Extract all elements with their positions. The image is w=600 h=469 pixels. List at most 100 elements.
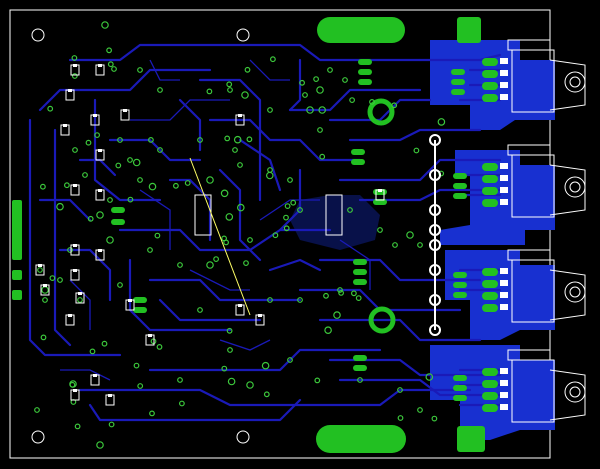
via	[323, 292, 329, 299]
via	[237, 203, 245, 212]
smd-pad	[353, 279, 367, 285]
via	[127, 196, 134, 203]
smd-pad	[453, 173, 467, 179]
via	[221, 235, 228, 242]
via	[40, 334, 47, 341]
via	[221, 365, 228, 372]
jack-2	[482, 144, 586, 218]
regulator-pad-2	[368, 306, 396, 334]
via	[247, 237, 253, 243]
via	[272, 232, 279, 239]
via	[132, 158, 141, 167]
via	[431, 415, 438, 422]
ratsnest-line	[189, 157, 251, 316]
via	[413, 147, 420, 154]
via	[265, 171, 274, 180]
via	[220, 189, 229, 198]
smd-pad	[111, 207, 125, 213]
smd-pad	[353, 365, 367, 371]
via	[157, 147, 163, 153]
via	[226, 81, 233, 88]
via	[82, 172, 88, 178]
via	[87, 215, 94, 222]
via	[197, 137, 203, 143]
via	[178, 400, 185, 407]
mounting-hole-bl	[31, 430, 45, 444]
smd-pad	[453, 375, 467, 381]
via	[227, 377, 236, 386]
via	[337, 287, 343, 293]
smd-pad	[351, 149, 365, 155]
via	[287, 177, 293, 183]
via	[197, 307, 203, 313]
via	[108, 421, 115, 428]
via	[290, 199, 297, 206]
rail-pad	[429, 224, 441, 236]
via	[172, 182, 179, 189]
smd-pad	[451, 79, 465, 85]
via	[306, 106, 314, 114]
via	[41, 286, 49, 294]
smd-pad	[453, 183, 467, 189]
mounting-holes	[31, 28, 250, 444]
jack-1	[482, 39, 586, 113]
rail-pad	[429, 134, 441, 146]
via	[246, 381, 254, 389]
via	[67, 247, 73, 253]
via	[224, 135, 231, 142]
smd-pad	[358, 79, 372, 85]
ic-left	[194, 194, 212, 236]
smd-pad	[351, 159, 365, 165]
smd-pad	[453, 282, 467, 288]
ic-right	[325, 194, 343, 236]
mounting-pad-top	[317, 17, 405, 43]
via	[349, 97, 356, 103]
via	[69, 381, 76, 388]
via	[299, 79, 306, 86]
via	[117, 282, 123, 288]
via	[267, 167, 273, 173]
via	[148, 182, 157, 191]
smd-pad	[111, 219, 125, 225]
via	[406, 231, 414, 239]
via	[417, 407, 423, 413]
via	[261, 361, 270, 370]
via	[267, 107, 273, 113]
mounting-hole-bm	[236, 430, 250, 444]
via	[147, 247, 153, 253]
via	[263, 391, 270, 398]
via	[226, 327, 233, 334]
via	[63, 182, 70, 189]
via	[127, 157, 133, 163]
via	[101, 340, 108, 347]
via	[397, 415, 404, 421]
via	[227, 87, 233, 93]
via	[347, 207, 353, 213]
smd-pad	[451, 89, 465, 95]
via	[297, 207, 303, 213]
smd-pad	[133, 297, 147, 303]
via	[137, 177, 143, 183]
smd-pad	[453, 272, 467, 278]
via	[74, 423, 81, 430]
via	[96, 211, 104, 219]
smd-pad	[133, 307, 147, 313]
via	[115, 162, 122, 169]
via	[106, 47, 112, 54]
smd-pad	[453, 193, 467, 199]
via	[397, 387, 403, 393]
via	[37, 267, 43, 273]
via	[227, 347, 233, 353]
via	[377, 227, 383, 233]
via	[137, 383, 144, 389]
smd-pad	[453, 395, 467, 401]
via	[34, 407, 40, 413]
rail-pad	[429, 204, 441, 216]
via	[177, 377, 183, 383]
vias	[34, 21, 446, 449]
via	[357, 377, 363, 383]
via	[267, 297, 273, 303]
via	[213, 256, 220, 263]
copper-traces	[28, 43, 502, 422]
